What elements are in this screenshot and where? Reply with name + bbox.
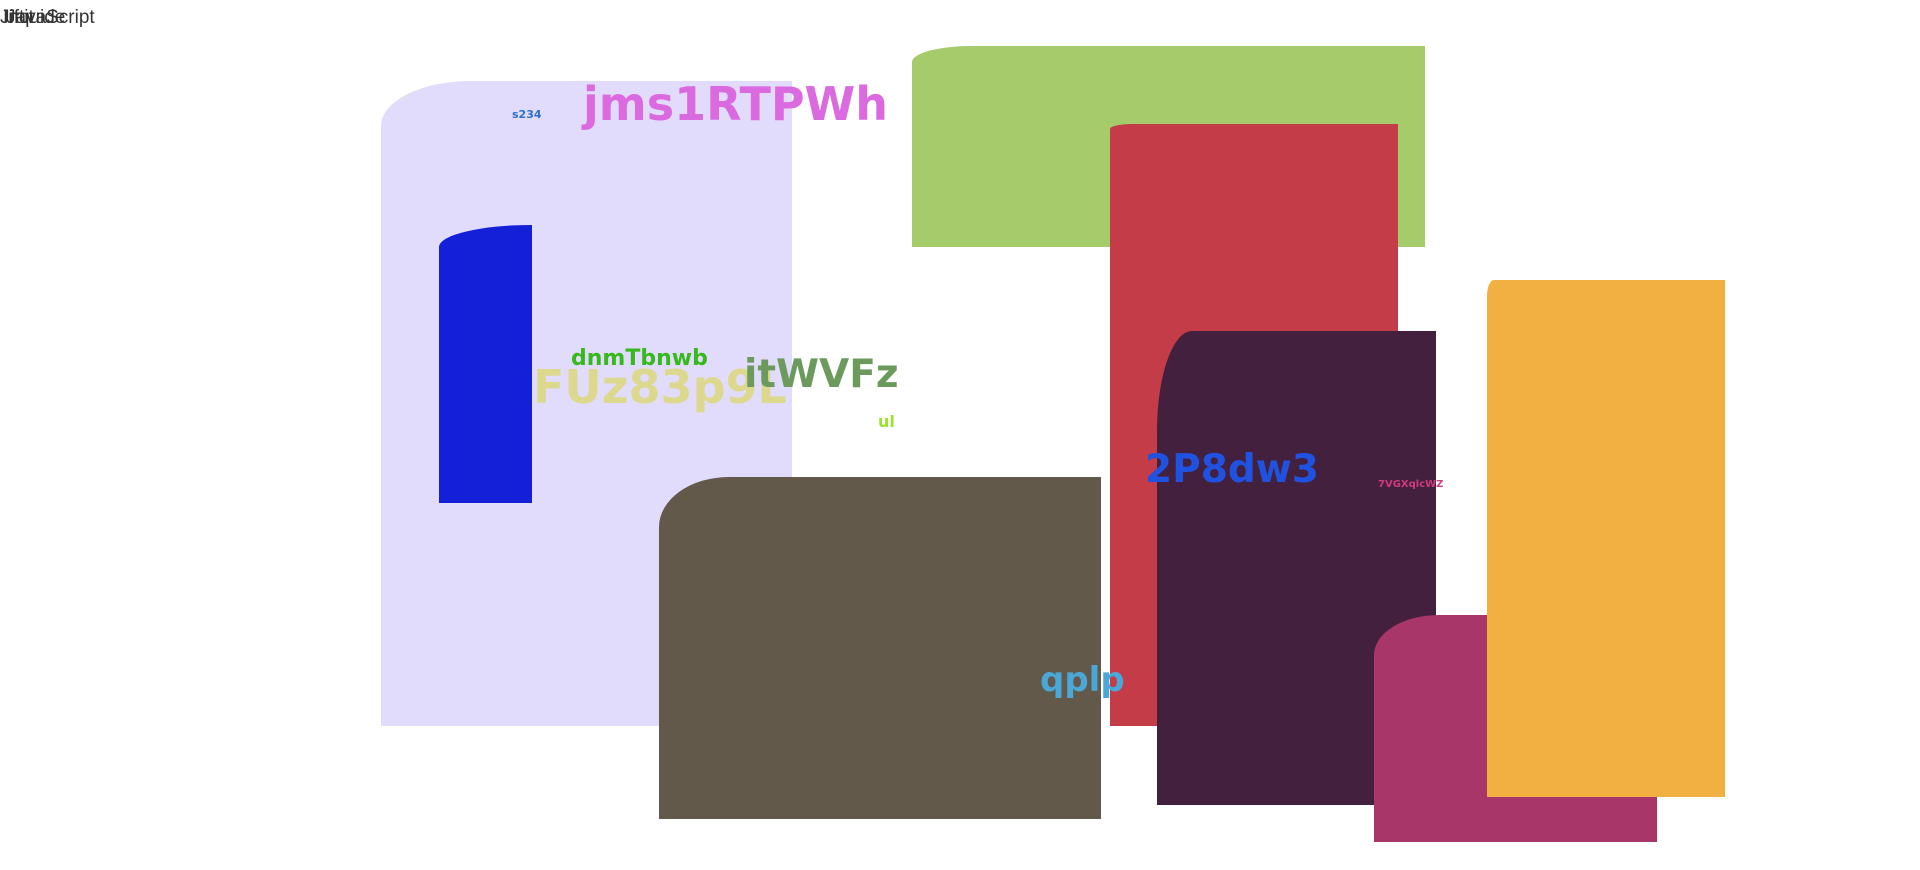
label-s234: s234: [512, 108, 542, 121]
top-left-word: Inquide: [3, 7, 66, 28]
orange-block: [1487, 280, 1725, 797]
top-left-overlapping-text: Jiftit Inquide JavaScript: [0, 6, 200, 30]
label-dnmtbnwb: dnmTbnwb: [571, 346, 708, 371]
top-left-word: JavaScript: [6, 7, 95, 28]
label-ul: ul: [878, 412, 895, 431]
label-qplp: qplp: [1040, 660, 1125, 700]
label-fuz83p9l: FUz83p9L: [533, 360, 787, 414]
label-2p8dw3: 2P8dw3: [1145, 447, 1319, 492]
blue-block: [439, 225, 532, 503]
label-itwvfz: itWVFz: [744, 352, 899, 397]
label-7vgxqlcwz: 7VGXqlcWZ: [1378, 479, 1444, 490]
brown-block: [659, 477, 1101, 819]
top-left-word: Jiftit: [0, 7, 34, 28]
label-jms1rtpwh: jms1RTPWh: [583, 77, 889, 131]
